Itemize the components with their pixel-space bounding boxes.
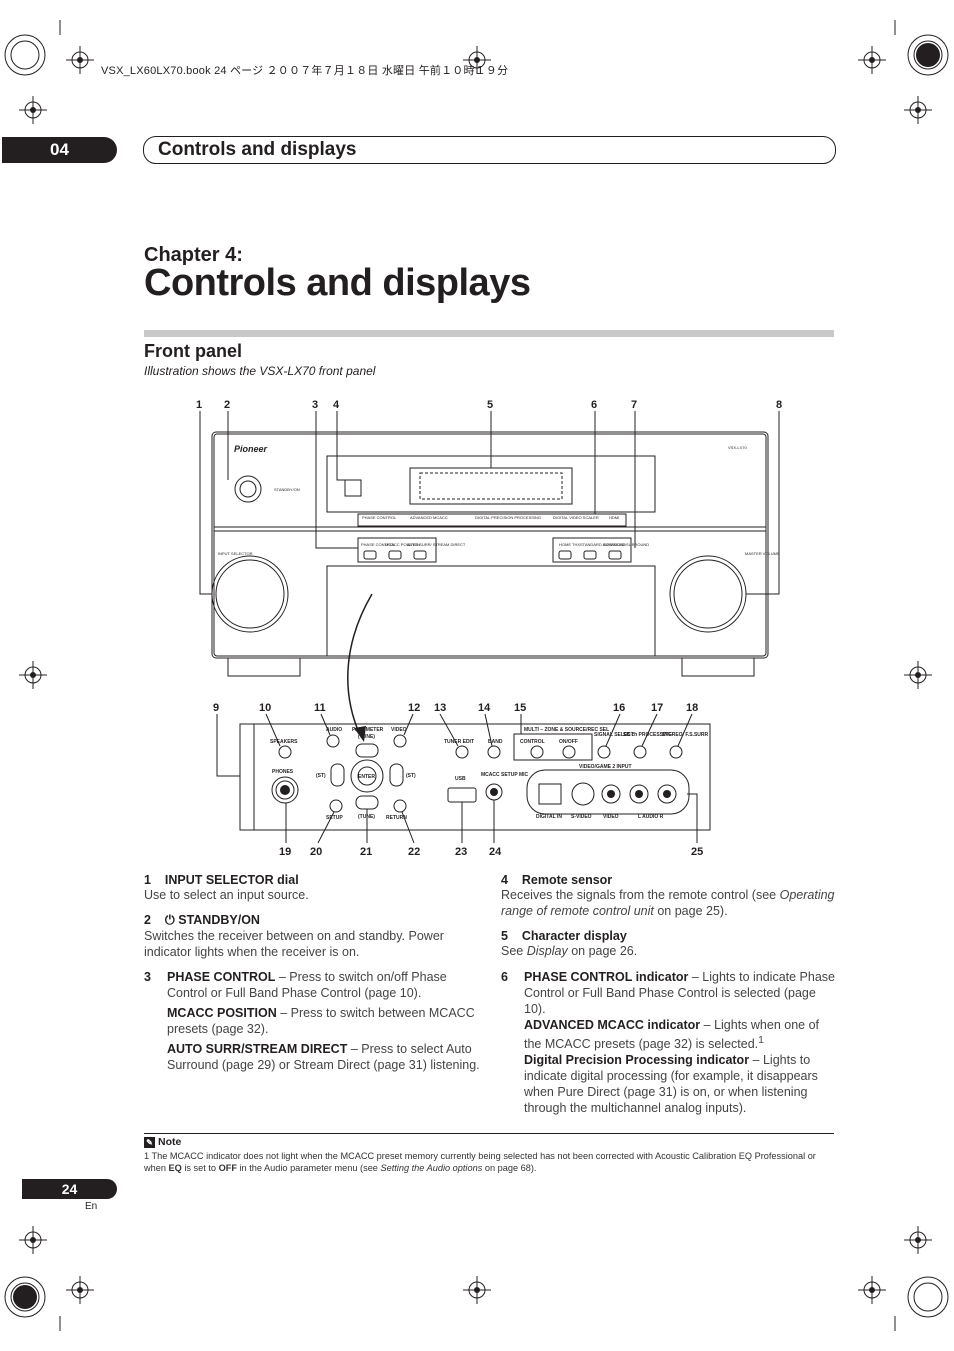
sb-ch-label: SB ch PROCESSING xyxy=(623,732,672,738)
language-code: En xyxy=(85,1201,98,1212)
band-label: BAND xyxy=(488,739,503,745)
tune-top-label: (TUNE) xyxy=(358,734,375,740)
video-label: VIDEO xyxy=(391,727,407,733)
callout-6: 6 xyxy=(591,399,597,411)
chapter-title: Controls and displays xyxy=(144,262,531,304)
item-3: 3 PHASE CONTROL – Press to switch on/off… xyxy=(144,970,480,1072)
on-off-label: ON/OFF xyxy=(559,739,578,745)
btn-phase: PHASE CONTROL xyxy=(361,542,396,547)
note-heading: ✎Note xyxy=(144,1136,181,1148)
callout-13: 13 xyxy=(434,702,446,714)
digital-in-label: DIGITAL IN xyxy=(536,814,562,820)
callout-9: 9 xyxy=(213,702,219,714)
btn-home: HOME THX xyxy=(559,542,580,547)
video-jack-label: VIDEO xyxy=(603,814,619,820)
ind-scaler: DIGITAL VIDEO SCALER xyxy=(553,515,599,520)
callout-5: 5 xyxy=(487,399,493,411)
s-video-label: S-VIDEO xyxy=(571,814,592,820)
item-3-title: PHASE CONTROL xyxy=(167,970,276,984)
item-1: 1 INPUT SELECTOR dial Use to select an i… xyxy=(144,873,480,903)
callout-8: 8 xyxy=(776,399,782,411)
input-selector-label: INPUT SELECTOR xyxy=(218,551,253,556)
phones-label: PHONES xyxy=(272,769,294,775)
callout-1: 1 xyxy=(196,399,202,411)
return-label: RETURN xyxy=(386,815,407,821)
note-rule xyxy=(144,1133,834,1134)
illustration-caption: Illustration shows the VSX-LX70 front pa… xyxy=(144,364,376,378)
parameter-label: PARAMETER xyxy=(352,727,384,733)
note-icon: ✎ xyxy=(144,1137,155,1148)
tuner-edit-label: TUNER EDIT xyxy=(444,739,474,745)
callout-23: 23 xyxy=(455,846,467,858)
setup-label: SETUP xyxy=(326,815,343,821)
callout-22: 22 xyxy=(408,846,420,858)
callout-14: 14 xyxy=(478,702,491,714)
callout-12: 12 xyxy=(408,702,420,714)
item-6: 6 PHASE CONTROL indicator – Lights to in… xyxy=(501,970,835,1116)
callout-24: 24 xyxy=(489,846,502,858)
section-rule xyxy=(144,330,834,337)
btn-mcacc: MCACC POSITION xyxy=(385,542,420,547)
signal-select-label: SIGNAL SELECT xyxy=(594,732,634,738)
st-left-label: (ST) xyxy=(316,773,326,779)
ind-hdmi: HDMI xyxy=(609,515,619,520)
usb-label: USB xyxy=(455,776,466,782)
section-title: Front panel xyxy=(144,341,242,361)
brand-logo: Pioneer xyxy=(234,444,268,454)
callout-19: 19 xyxy=(279,846,291,858)
model-label: VSX-LX70 xyxy=(728,445,747,450)
print-header: VSX_LX60LX70.book 24 ページ ２００７年７月１８日 水曜日 … xyxy=(101,65,509,77)
mcacc-mic-label: MCACC SETUP MIC xyxy=(481,772,529,778)
st-right-label: (ST) xyxy=(406,773,416,779)
callout-3: 3 xyxy=(312,399,318,411)
stereo-label: STEREO/ F.S.SURR xyxy=(662,732,709,738)
footnote: 1 The MCACC indicator does not light whe… xyxy=(144,1151,816,1173)
front-panel-illustration: 1 2 3 4 5 6 7 8 xyxy=(196,399,782,858)
multi-zone-label: MULTI – ZONE & SOURCE/REC SEL xyxy=(524,727,609,733)
item-2-title: STANDBY/ON xyxy=(178,913,260,927)
enter-label: ENTER xyxy=(358,774,375,780)
callout-21: 21 xyxy=(360,846,372,858)
ind-advanced: ADVANCED MCACC xyxy=(410,515,448,520)
running-title-bar: Controls and displays xyxy=(143,136,836,164)
page-number: 24 xyxy=(22,1179,117,1199)
chapter-label: Chapter 4: xyxy=(144,244,243,266)
callout-4: 4 xyxy=(333,399,340,411)
audio-label: AUDIO xyxy=(326,727,342,733)
callout-10: 10 xyxy=(259,702,271,714)
item-5: 5 Character display See Display on page … xyxy=(501,929,638,958)
standby-label: STANDBY/ON xyxy=(274,487,300,492)
power-icon: ⏻ xyxy=(164,913,175,927)
item-1-title: INPUT SELECTOR dial xyxy=(164,873,299,887)
running-title: Controls and displays xyxy=(158,139,357,160)
callout-17: 17 xyxy=(651,702,663,714)
video-game-label: VIDEO/GAME 2 INPUT xyxy=(579,764,632,770)
ind-digital: DIGITAL PRECISION PROCESSING xyxy=(475,515,541,520)
tune-bottom-label: (TUNE) xyxy=(358,814,375,820)
callout-25: 25 xyxy=(691,846,703,858)
callout-2: 2 xyxy=(224,399,230,411)
speakers-label: SPEAKERS xyxy=(270,739,298,745)
callout-16: 16 xyxy=(613,702,625,714)
master-volume-label: MASTER VOLUME xyxy=(745,551,780,556)
item-1-desc: Use to select an input source. xyxy=(144,888,309,902)
item-4: 4 Remote sensor Receives the signals fro… xyxy=(501,873,835,918)
ind-phase: PHASE CONTROL xyxy=(362,515,397,520)
btn-adv-surr: ADVANCED SURROUND xyxy=(603,542,649,547)
callout-15: 15 xyxy=(514,702,526,714)
chapter-tab: 04 xyxy=(2,137,117,163)
callout-7: 7 xyxy=(631,399,637,411)
btn-standard: STANDARD SURROUND xyxy=(580,542,626,547)
item-2: 2 ⏻ STANDBY/ON Switches the receiver bet… xyxy=(144,913,480,960)
audio-lr-label: L AUDIO R xyxy=(638,814,664,820)
control-label: CONTROL xyxy=(520,739,545,745)
callout-20: 20 xyxy=(310,846,322,858)
btn-auto: AUTO SURR/ STREAM DIRECT xyxy=(407,542,466,547)
callout-18: 18 xyxy=(686,702,698,714)
callout-11: 11 xyxy=(314,702,326,714)
item-2-desc: Switches the receiver between on and sta… xyxy=(144,929,444,959)
